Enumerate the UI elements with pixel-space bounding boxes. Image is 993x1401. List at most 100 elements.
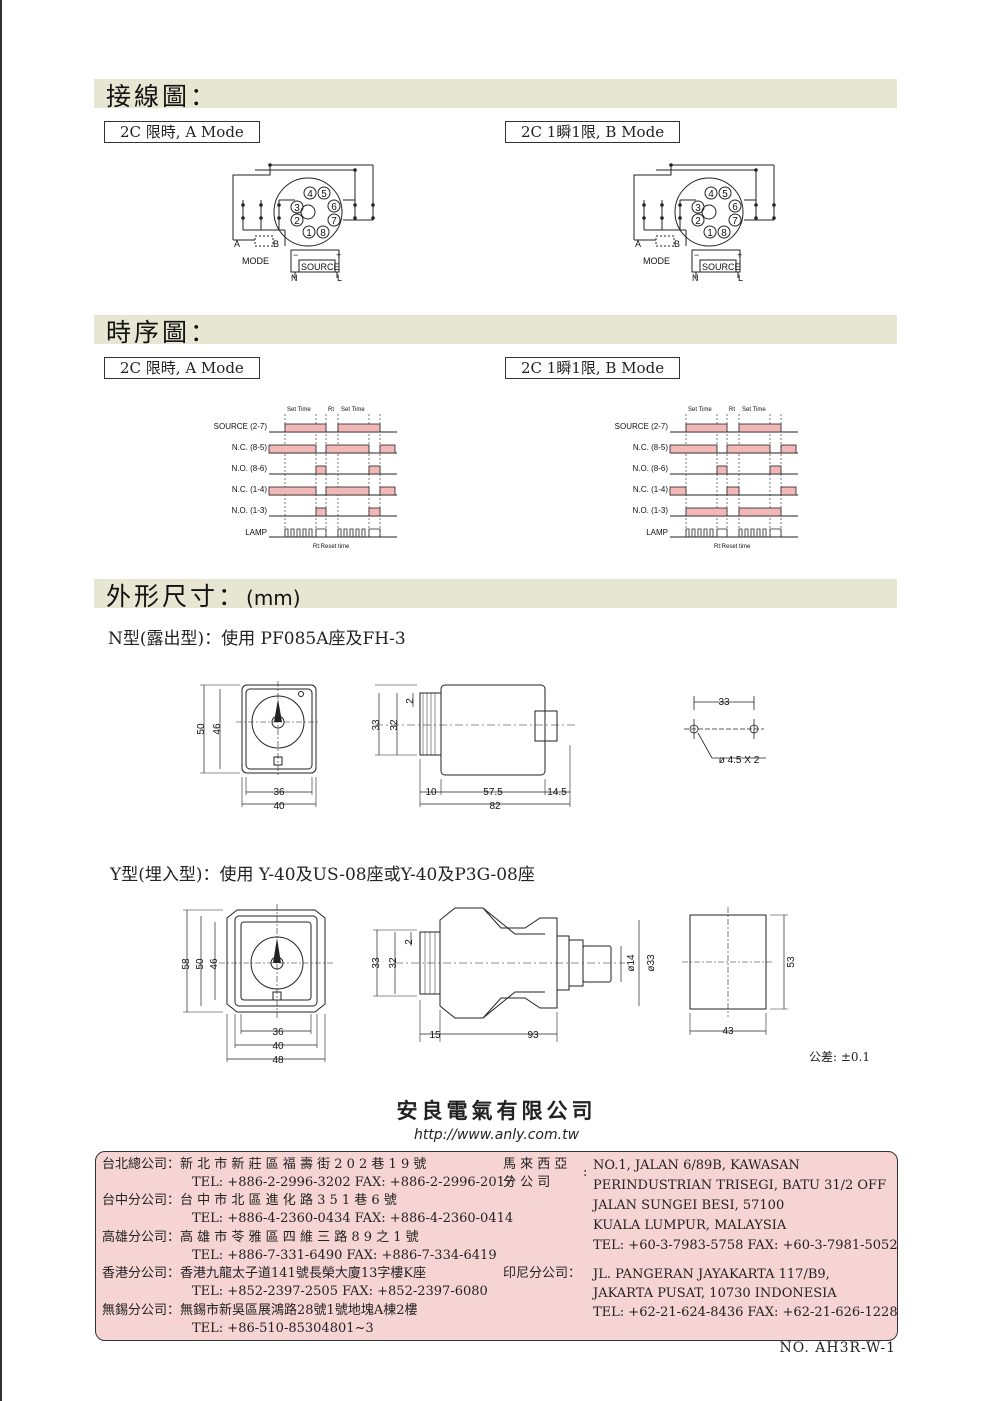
n-side-length-10: 10 [425, 787, 437, 798]
timing-row-no-1-3: N.O. (1-3) [632, 506, 668, 515]
pin-3-label: 3 [294, 203, 300, 214]
wiring-b-mode-label: 2C 1瞬1限, B Mode [505, 121, 681, 143]
branch-malaysia-label-line2: 分 公 司 [503, 1175, 551, 1190]
branch-taichung-address: 台 中 市 北 區 進 化 路 3 5 1 巷 6 號 [180, 1193, 397, 1208]
branch-malaysia-label: 馬 來 西 亞 分 公 司 [503, 1156, 567, 1192]
n-side-height-32: 32 [389, 719, 400, 731]
pin-4-label: 4 [708, 189, 714, 200]
timing-b-mode-label: 2C 1瞬1限, B Mode [505, 357, 681, 379]
timing-row-lamp: LAMP [245, 528, 267, 537]
y-front-width-48: 48 [272, 1055, 284, 1066]
y-cutout-width-43: 43 [722, 1026, 734, 1037]
pin-7-label: 7 [331, 216, 337, 227]
page-edge [0, 0, 2, 1401]
set-time-label: Set Time [341, 407, 365, 413]
y-cutout-height-53: 53 [786, 956, 797, 968]
branch-hongkong-tel: TEL: +852-2397-2505 FAX: +852-2397-6080 [192, 1284, 488, 1299]
y-front-width-36: 36 [272, 1027, 284, 1038]
branch-taipei-address: 新 北 市 新 莊 區 福 壽 街 2 0 2 巷 1 9 號 [180, 1157, 427, 1172]
n-side-length-82: 82 [489, 801, 501, 812]
y-side-height-2: 2 [404, 939, 415, 945]
source-minus-label: − [694, 250, 699, 260]
source-l-label: L [738, 273, 743, 283]
rt-label: Rt [328, 407, 334, 413]
branch-indonesia-label: 印尼分公司： [503, 1266, 582, 1281]
source-label: SOURCE [301, 262, 340, 272]
n-hole-spacing-33: 33 [718, 697, 730, 708]
pin-1-label: 1 [306, 228, 312, 239]
dimensions-section-header: 外形尺寸：(mm) [94, 579, 897, 611]
pin-5-label: 5 [321, 189, 327, 200]
mode-b-label: B [273, 239, 279, 249]
n-front-width-40: 40 [273, 801, 285, 812]
indonesia-line-2: JAKARTA PUSAT, 10730 INDONESIA [593, 1286, 837, 1301]
wiring-section-title: 接線圖： [106, 82, 219, 111]
wiring-diagram-a-mode: 3 4 5 6 7 8 1 2 A B MODE − + SOURCE N L [232, 163, 375, 283]
pin-4-label: 4 [307, 189, 313, 200]
branch-wuxi-tel: TEL: +86-510-85304801~3 [192, 1321, 374, 1336]
timing-row-source: SOURCE (2-7) [615, 422, 669, 431]
branch-taichung-label: 台中分公司： [102, 1193, 181, 1208]
branch-kaohsiung-tel: TEL: +886-7-331-6490 FAX: +886-7-334-641… [192, 1248, 497, 1263]
reset-time-label: Rt:Reset time [714, 544, 751, 550]
branch-malaysia-colon: : [583, 1165, 588, 1180]
timing-row-lamp: LAMP [646, 528, 668, 537]
branch-indonesia-address: JL. PANGERAN JAYAKARTA 117/B9, JAKARTA P… [593, 1265, 898, 1322]
branch-kaohsiung-label: 高雄分公司： [102, 1230, 181, 1245]
y-side-length-15: 15 [429, 1030, 441, 1041]
n-front-height-46: 46 [212, 723, 223, 735]
tolerance-note: 公差: ±0.1 [809, 1050, 870, 1064]
n-side-height-2: 2 [405, 698, 416, 704]
branch-malaysia-address: NO.1, JALAN 6/89B, KAWASAN PERINDUSTRIAN… [593, 1156, 898, 1256]
reset-time-label: Rt:Reset time [313, 544, 350, 550]
branch-taichung-tel: TEL: +886-4-2360-0434 FAX: +886-4-2360-0… [192, 1211, 514, 1226]
pin-6-label: 6 [732, 202, 738, 213]
mode-switch-label: MODE [643, 256, 670, 266]
source-plus-label: + [336, 250, 341, 260]
y-type-subtitle: Y型(埋入型)：使用 Y-40及US-08座或Y-40及P3G-08座 [110, 865, 535, 885]
source-minus-label: − [293, 250, 298, 260]
n-side-length-14-5: 14.5 [547, 787, 567, 798]
y-front-height-46: 46 [209, 958, 220, 970]
timing-diagram-a-mode: Set Time Rt Set Time Rt:Reset time SOURC… [214, 407, 397, 550]
mode-b-label: B [674, 239, 680, 249]
n-type-side-view: 33 32 2 10 57.5 14.5 82 [371, 684, 575, 812]
indonesia-line-1: JL. PANGERAN JAYAKARTA 117/B9, [593, 1267, 830, 1282]
company-url-link[interactable]: http://www.anly.com.tw [413, 1127, 580, 1143]
timing-row-nc-1-4: N.C. (1-4) [633, 485, 668, 494]
n-type-subtitle: N型(露出型)：使用 PF085A座及FH-3 [108, 629, 406, 649]
timing-section-title: 時序圖： [106, 318, 219, 347]
pin-5-label: 5 [722, 189, 728, 200]
y-side-height-32: 32 [388, 957, 399, 969]
y-side-height-33: 33 [371, 957, 382, 969]
malaysia-line-1: NO.1, JALAN 6/89B, KAWASAN [593, 1158, 800, 1173]
branch-wuxi: 無錫分公司：無錫市新吳區展鴻路28號1號地塊A棟2樓 TEL: +86-510-… [102, 1302, 418, 1338]
wiring-section-header: 接線圖： [94, 79, 897, 111]
timing-row-no-1-3: N.O. (1-3) [231, 506, 267, 515]
set-time-label: Set Time [688, 407, 712, 413]
pin-6-label: 6 [331, 202, 337, 213]
mode-a-label: A [635, 239, 641, 249]
dimensions-unit-label: (mm) [246, 586, 301, 610]
branch-wuxi-label: 無錫分公司： [102, 1303, 181, 1318]
branch-kaohsiung: 高雄分公司：高 雄 市 苓 雅 區 四 維 三 路 8 9 之 1 號 TEL:… [102, 1229, 497, 1265]
branch-kaohsiung-address: 高 雄 市 苓 雅 區 四 維 三 路 8 9 之 1 號 [180, 1230, 419, 1245]
y-type-side-view: 33 32 2 ø14 ø33 15 93 [371, 907, 657, 1042]
malaysia-line-2: PERINDUSTRIAN TRISEGI, BATU 31/2 OFF [593, 1178, 887, 1193]
source-plus-label: + [737, 250, 742, 260]
malaysia-line-3: JALAN SUNGEI BESI, 57100 [593, 1198, 785, 1213]
source-n-label: N [692, 273, 699, 283]
timing-row-no-8-6: N.O. (8-6) [632, 464, 668, 473]
malaysia-line-5: TEL: +60-3-7983-5758 FAX: +60-3-7981-505… [593, 1238, 898, 1253]
y-type-front-view: 58 50 46 36 40 48 [181, 904, 333, 1066]
n-side-length-57-5: 57.5 [483, 787, 503, 798]
timing-row-source: SOURCE (2-7) [214, 422, 268, 431]
mode-switch-label: MODE [242, 256, 269, 266]
y-front-height-50: 50 [195, 958, 206, 970]
pin-2-label: 2 [695, 216, 701, 227]
timing-a-mode-label: 2C 限時, A Mode [104, 357, 260, 379]
wiring-diagram-b-mode: 3 4 5 6 7 8 1 2 A B MODE − + SOURCE N L [633, 163, 776, 283]
timing-row-nc-8-5: N.C. (8-5) [633, 443, 668, 452]
malaysia-line-4: KUALA LUMPUR, MALAYSIA [593, 1218, 787, 1233]
company-name: 安良電氣有限公司 [396, 1099, 597, 1123]
